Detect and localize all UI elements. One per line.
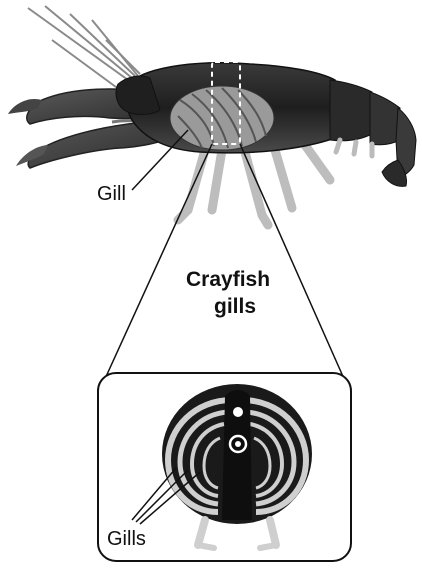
walking-legs (178, 145, 330, 225)
gill-region (170, 86, 274, 150)
zoom-projection-lines (104, 144, 345, 381)
diagram-title-line2: gills (214, 295, 256, 319)
antennae (28, 6, 140, 90)
diagram-title-line1: Crayfish (186, 268, 270, 292)
gills-label: Gills (107, 528, 146, 551)
gill-label: Gill (97, 183, 126, 206)
